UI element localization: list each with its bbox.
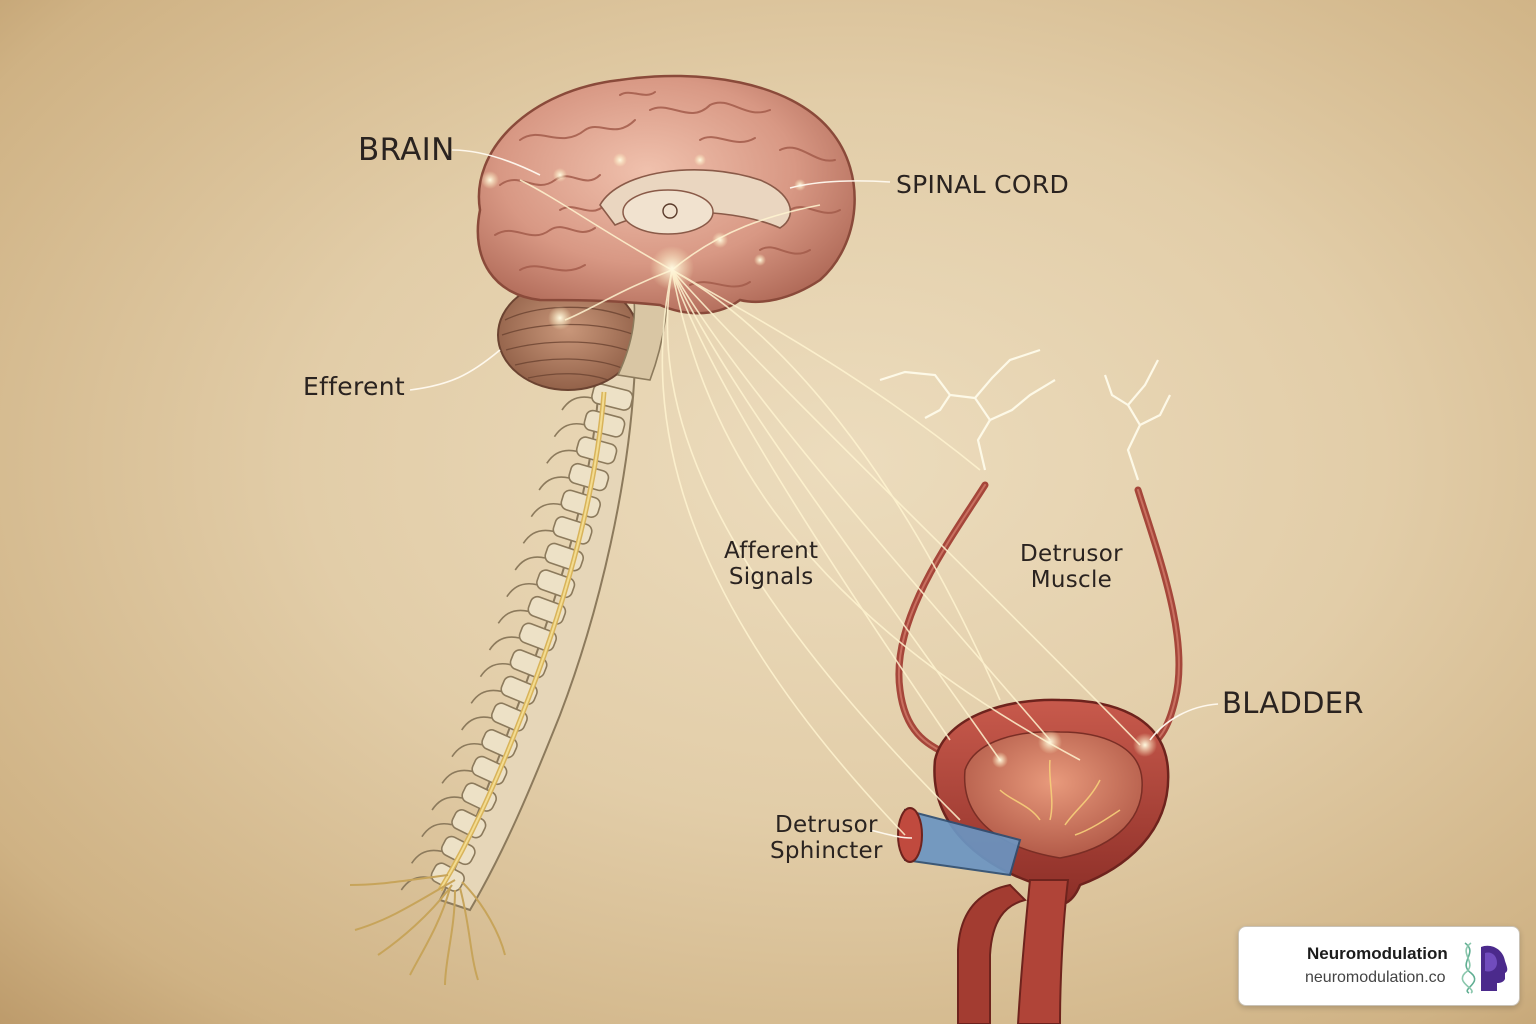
label-spinal-cord: SPINAL CORD <box>896 170 1070 199</box>
spinal-column <box>400 358 637 912</box>
vertebra-process <box>506 582 538 598</box>
nerve-fiber <box>671 269 981 471</box>
nerve-fiber <box>671 269 1001 761</box>
glow-point <box>992 752 1008 768</box>
watermark-title: Neuromodulation <box>1307 944 1448 963</box>
vertebra-process <box>431 796 463 811</box>
vertebra-process <box>553 422 585 438</box>
leader-lines <box>409 149 1219 839</box>
nerve-fiber <box>671 269 1081 761</box>
head-profile-icon <box>1461 942 1508 994</box>
sphincter <box>897 807 1022 877</box>
vertebra-process <box>410 849 442 864</box>
glow-point <box>1038 730 1062 754</box>
glow-point <box>613 153 627 167</box>
vertebra-process <box>561 396 593 411</box>
vertebra-process <box>538 476 570 491</box>
glow-point <box>481 171 499 189</box>
vertebra-process <box>514 556 546 571</box>
nerve-fiber <box>671 269 1141 746</box>
vertebra-process <box>451 742 483 758</box>
vertebra <box>568 462 610 492</box>
vertebra-process <box>470 689 502 704</box>
vertebra <box>461 782 497 812</box>
nerve-fiber <box>671 269 1001 701</box>
label-bladder: BLADDER <box>1222 686 1364 720</box>
vertebra-process <box>479 662 511 678</box>
glow-point <box>694 154 706 166</box>
signal-sparks <box>879 348 1171 481</box>
label-efferent: Efferent <box>303 372 405 401</box>
label-brain: BRAIN <box>358 132 455 168</box>
label-detrusor-muscle: Detrusor Muscle <box>1020 541 1123 594</box>
vertebra-process <box>488 636 520 651</box>
label-detrusor-sphincter: Detrusor Sphincter <box>770 812 883 865</box>
nerve-fiber <box>671 269 951 741</box>
glow-point <box>712 232 728 248</box>
glow-point <box>553 168 567 182</box>
vertebra-process <box>546 449 577 464</box>
glow-point <box>650 246 694 290</box>
nerve-fiber <box>519 179 673 271</box>
label-afferent-signals: Afferent Signals <box>724 538 819 591</box>
nerve-fiber <box>661 269 906 836</box>
glow-point <box>754 254 766 266</box>
vertebra-process <box>461 716 492 731</box>
watermark-url: neuromodulation.co <box>1305 969 1446 986</box>
dna-icon <box>1461 942 1476 994</box>
vertebra-process <box>441 769 473 784</box>
vertebra-process <box>421 822 453 838</box>
cauda-equina <box>349 874 506 986</box>
nerve-fiber <box>666 269 961 821</box>
vertebra-process <box>497 609 529 624</box>
vertebra-process <box>530 502 562 518</box>
glow-point <box>548 306 572 330</box>
cerebrum <box>476 74 856 315</box>
vertebra-process <box>522 529 554 544</box>
nerve-fiber <box>671 269 1051 741</box>
watermark-badge[interactable]: Neuromodulation neuromodulation.co <box>1238 926 1520 1006</box>
